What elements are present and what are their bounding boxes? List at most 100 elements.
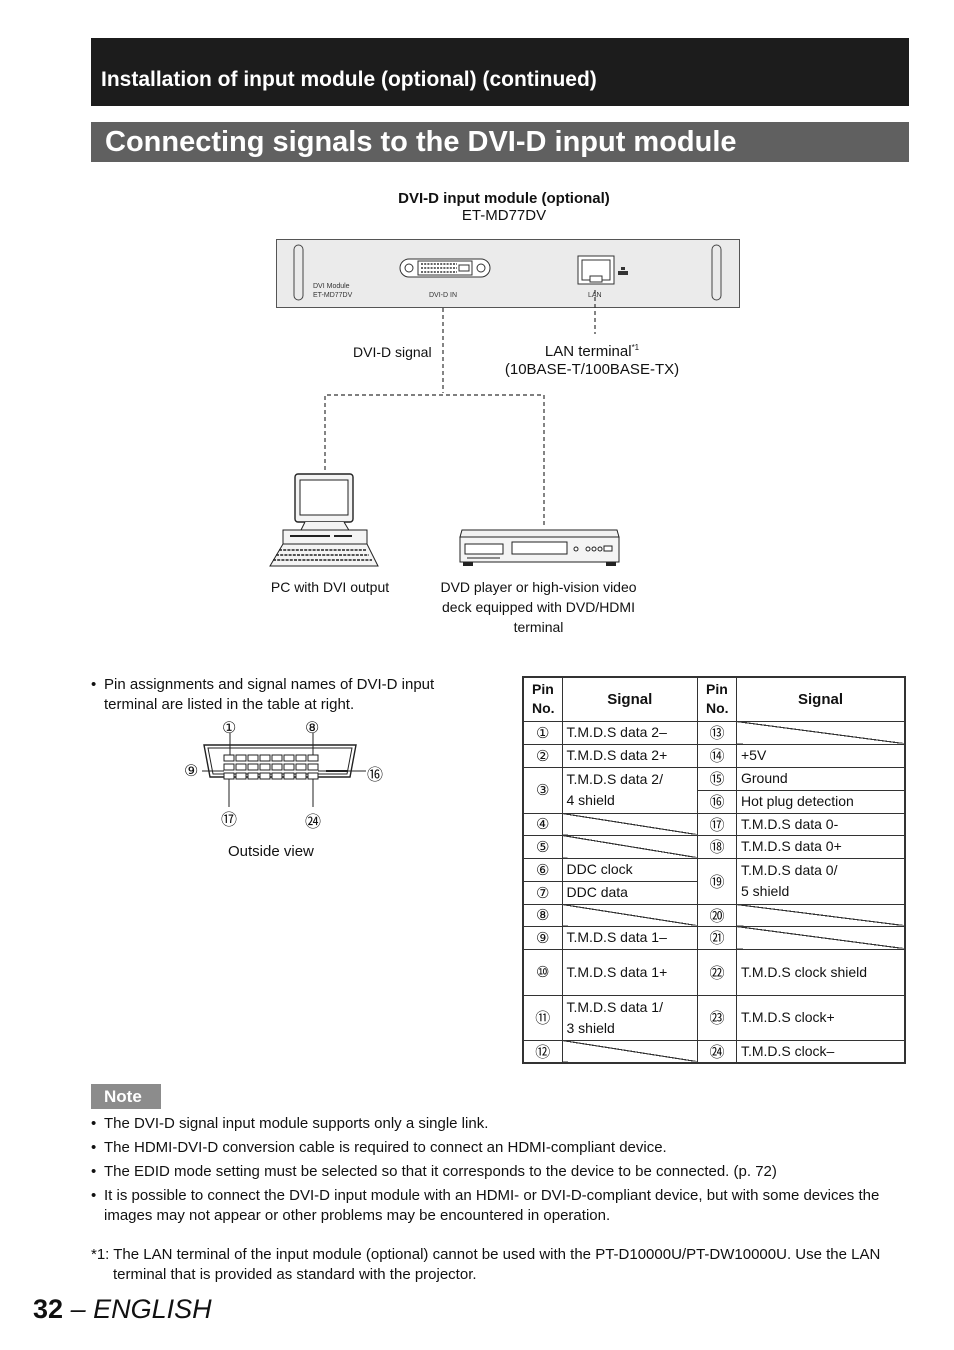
signal-name: T.M.D.S data 1/3 shield: [561, 994, 698, 1041]
table-row: ④ ⑰ T.M.D.S data 0-: [522, 812, 906, 836]
pin-bullet-line1: Pin assignments and signal names of DVI-…: [104, 676, 435, 693]
header-pin-line1: Pin: [532, 681, 554, 698]
signal-name: [561, 903, 698, 927]
dvi-module-panel: [276, 239, 740, 308]
signal-name: [735, 903, 906, 927]
pin-no: ⑩: [522, 948, 563, 996]
pin-bullet-line2: terminal are listed in the table at righ…: [104, 696, 355, 713]
table-row: ③ T.M.D.S data 2/4 shield ⑮ Ground: [522, 766, 906, 814]
table-row: ⑯ Hot plug detection: [523, 789, 906, 814]
signal-name: DDC data: [561, 880, 698, 905]
callout-pin-16: ⑯: [367, 767, 384, 784]
pin-no: ⑤: [522, 834, 563, 859]
pin-no: ⑱: [696, 834, 737, 859]
signal-name: T.M.D.S clock shield: [735, 948, 906, 996]
table-row: ⑪ T.M.D.S data 1/3 shield ㉓ T.M.D.S cloc…: [522, 994, 906, 1041]
signal-line2: 5 shield: [740, 883, 790, 899]
signal-name: DDC clock: [561, 857, 698, 882]
connection-diagram: [269, 244, 722, 567]
callout-pin-8: ⑧: [305, 720, 320, 737]
pin-no: ㉔: [696, 1039, 737, 1063]
callout-pin-9: ⑨: [184, 763, 199, 780]
right-handle: [711, 244, 722, 301]
pin-no: ⑬: [696, 720, 737, 745]
signal-name: T.M.D.S data 0/5 shield: [735, 857, 906, 905]
dvd-player-icon: [459, 529, 620, 566]
lan-terminal-label-block: LAN terminal*1 (10BASE-T/100BASE-TX): [480, 343, 704, 378]
callout-lines: [202, 733, 366, 807]
pin-no: ⑮: [696, 766, 737, 791]
table-row: ⑫ ㉔ T.M.D.S clock–: [522, 1039, 906, 1063]
signal-name: [561, 834, 698, 859]
note-item: The EDID mode setting must be selected s…: [91, 1162, 911, 1182]
header-pin-line1: Pin: [705, 681, 728, 698]
callout-pin-24: ㉔: [305, 814, 322, 831]
pin-no: ①: [522, 720, 563, 745]
pin-no: ㉓: [696, 994, 737, 1041]
signal-name: T.M.D.S clock+: [735, 994, 906, 1041]
pin-no: ⑳: [696, 903, 737, 927]
page-number: 32: [33, 1294, 64, 1324]
header-signal: Signal: [735, 676, 906, 722]
panel-label-line2: ET-MD77DV: [313, 292, 353, 299]
left-handle: [293, 244, 304, 301]
pin-no: ⑨: [522, 925, 563, 950]
page-title: Connecting signals to the DVI-D input mo…: [105, 126, 737, 158]
table-row: ⑨ T.M.D.S data 1– ㉑: [522, 925, 906, 950]
pin-no: ⑦: [522, 880, 563, 905]
table-row: ② T.M.D.S data 2+ ⑭ +5V: [522, 743, 906, 768]
note-list: The DVI-D signal input module supports o…: [91, 1114, 911, 1230]
signal-name: T.M.D.S data 2–: [561, 720, 698, 745]
table-row: ⑤ ⑱ T.M.D.S data 0+: [522, 834, 906, 859]
title-bar: Connecting signals to the DVI-D input mo…: [91, 122, 909, 162]
signal-name: Ground: [735, 766, 906, 791]
signal-line1: T.M.D.S data 2/: [566, 771, 663, 787]
callout-pin-17: ⑰: [221, 812, 238, 829]
page-language: – ENGLISH: [70, 1294, 212, 1324]
module-title: DVI-D input module (optional): [398, 190, 610, 207]
pin-no: ⑲: [696, 857, 737, 905]
signal-name: T.M.D.S clock–: [735, 1039, 906, 1063]
panel-module-label: DVI Module ET-MD77DV: [313, 282, 352, 300]
section-header: Installation of input module (optional) …: [91, 38, 909, 106]
signal-name: T.M.D.S data 1+: [561, 948, 698, 996]
pc-label: PC with DVI output: [270, 579, 390, 595]
table-row: ① T.M.D.S data 2– ⑬: [522, 720, 906, 745]
panel-lan-port-icon: [577, 255, 628, 285]
pin-no: ㉑: [696, 925, 737, 950]
note-item: The HDMI-DVI-D conversion cable is requi…: [91, 1138, 911, 1158]
signal-name: T.M.D.S data 0-: [735, 812, 906, 836]
pin-no: ⑫: [522, 1039, 563, 1063]
signal-name: [561, 812, 698, 836]
table-row: ⑥ DDC clock ⑲ T.M.D.S data 0/5 shield: [522, 857, 906, 905]
note-label: Note: [104, 1087, 142, 1106]
dvi-signal-label: DVI-D signal: [353, 344, 432, 360]
signal-name: [561, 1039, 698, 1063]
signal-name: T.M.D.S data 2/4 shield: [561, 766, 698, 814]
device-branch-line: [324, 394, 545, 528]
pin-no: ④: [522, 812, 563, 836]
pin-no: ⑯: [696, 789, 737, 814]
signal-name: Hot plug detection: [735, 789, 906, 814]
note-badge: Note: [91, 1084, 161, 1109]
module-title-block: DVI-D input module (optional) ET-MD77DV: [354, 190, 654, 224]
dvi-connector-outline-icon: [203, 744, 357, 780]
signal-name: T.M.D.S data 2+: [561, 743, 698, 768]
lan-terminal-footnote-mark: *1: [631, 343, 640, 352]
pin-bullet: • Pin assignments and signal names of DV…: [91, 675, 481, 715]
pin-no: ⑰: [696, 812, 737, 836]
table-row: ⑦ DDC data: [522, 880, 905, 905]
pin-no: ㉒: [696, 948, 737, 996]
signal-name: [735, 720, 906, 745]
panel-lan-label: LAN: [588, 292, 602, 299]
page-footer: 32 – ENGLISH: [33, 1294, 212, 1325]
header-pin-line2: No.: [705, 700, 729, 717]
module-model: ET-MD77DV: [461, 207, 547, 224]
pin-no: ⑪: [522, 994, 563, 1041]
callout-pin-1: ①: [222, 720, 237, 737]
bullet-mark: •: [91, 676, 97, 693]
